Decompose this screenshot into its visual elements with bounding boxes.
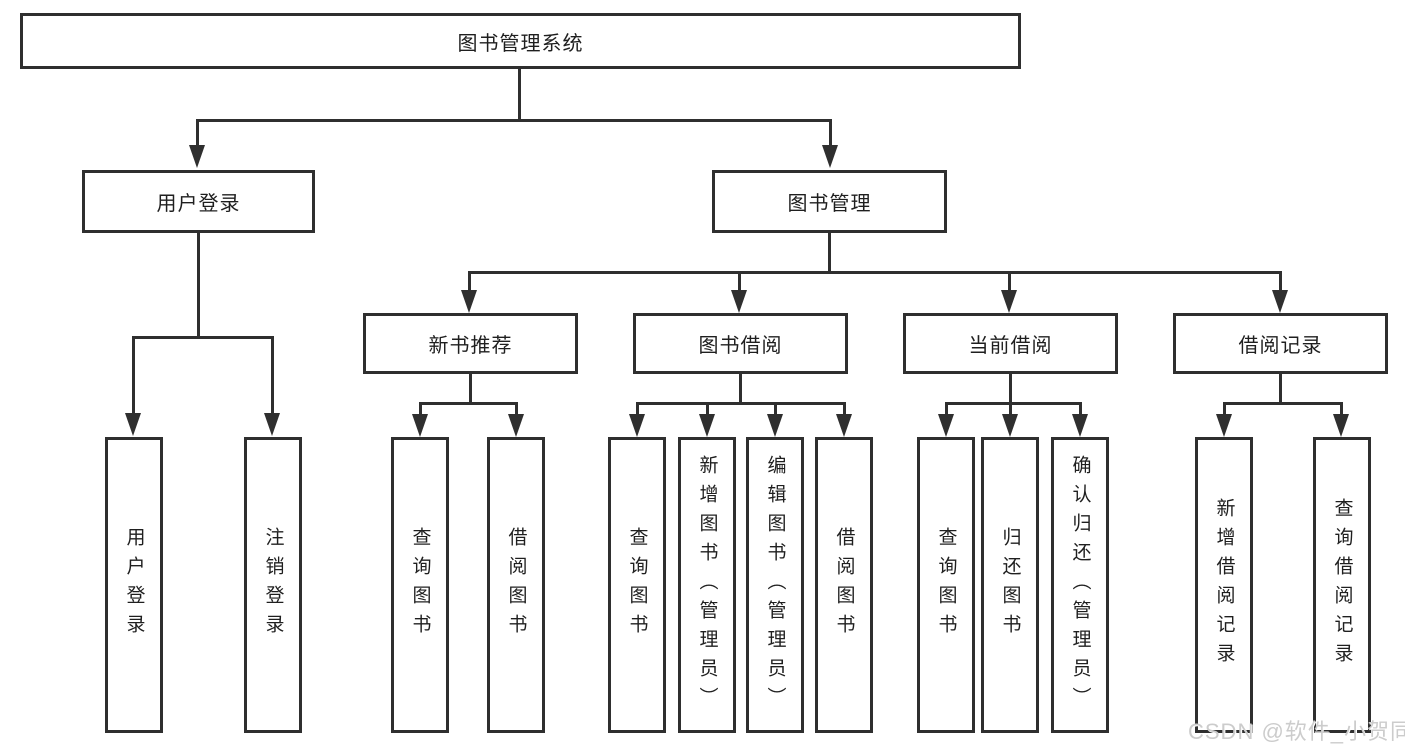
leaf-records-add-record: 新增借阅记录 [1195, 437, 1253, 733]
arrowhead-icon [938, 414, 954, 437]
arrowhead-icon [1072, 414, 1088, 437]
arrowhead-icon [189, 145, 205, 168]
connector-stub [843, 402, 846, 415]
connector-group-vertical [1009, 374, 1012, 402]
node-current-borrow: 当前借阅 [903, 313, 1118, 374]
leaf-recommend-query-books: 查询图书 [391, 437, 449, 733]
leaf-borrow-borrow-books: 借阅图书 [815, 437, 873, 733]
arrowhead-icon [629, 414, 645, 437]
connector-group-vertical [1279, 374, 1282, 402]
connector-stub [515, 402, 518, 415]
arrowhead-icon [1216, 414, 1232, 437]
leaf-current-query-books: 查询图书 [917, 437, 975, 733]
node-user-login-branch: 用户登录 [82, 170, 315, 233]
connector-group-vertical [469, 374, 472, 402]
node-book-management-branch: 图书管理 [712, 170, 947, 233]
connector-mgmt-vertical [828, 233, 831, 271]
connector-stub [419, 402, 422, 415]
connector-stub [1079, 402, 1082, 415]
connector-stub [1008, 271, 1011, 290]
connector-group-horizontal [419, 402, 518, 405]
arrowhead-icon [1272, 290, 1288, 313]
connector-user-vertical [197, 233, 200, 336]
node-book-borrow: 图书借阅 [633, 313, 848, 374]
connector-level3-horizontal [470, 271, 1282, 274]
connector-stub [829, 119, 832, 145]
connector-group-horizontal [636, 402, 846, 405]
leaf-borrow-query-books: 查询图书 [608, 437, 666, 733]
arrowhead-icon [1001, 290, 1017, 313]
arrowhead-icon [508, 414, 524, 437]
leaf-user-logout: 注销登录 [244, 437, 302, 733]
connector-stub [1009, 402, 1012, 415]
arrowhead-icon [822, 145, 838, 168]
connector-stub [774, 402, 777, 415]
node-new-book-recommend: 新书推荐 [363, 313, 578, 374]
connector-root-vertical [518, 69, 521, 119]
node-library-management-system: 图书管理系统 [20, 13, 1021, 69]
connector-stub [738, 271, 741, 290]
leaf-borrow-edit-books-admin: 编辑图书（管理员） [746, 437, 804, 733]
arrowhead-icon [731, 290, 747, 313]
leaf-borrow-add-books-admin: 新增图书（管理员） [678, 437, 736, 733]
connector-stub [945, 402, 948, 415]
connector-stub [1223, 402, 1226, 415]
leaf-records-query-record: 查询借阅记录 [1313, 437, 1371, 733]
connector-stub [468, 271, 471, 290]
leaf-user-login: 用户登录 [105, 437, 163, 733]
arrowhead-icon [264, 413, 280, 436]
leaf-current-confirm-return-admin: 确认归还（管理员） [1051, 437, 1109, 733]
connector-level2-horizontal [197, 119, 832, 122]
arrowhead-icon [699, 414, 715, 437]
connector-group-vertical [739, 374, 742, 402]
arrowhead-icon [767, 414, 783, 437]
connector-group-horizontal [1223, 402, 1343, 405]
connector-stub [706, 402, 709, 415]
watermark-text: CSDN @软件_小贺同学 [1188, 719, 1405, 744]
node-borrow-records: 借阅记录 [1173, 313, 1388, 374]
leaf-recommend-borrow-books: 借阅图书 [487, 437, 545, 733]
connector-user-horizontal [132, 336, 274, 339]
connector-stub [1340, 402, 1343, 415]
connector-stub [132, 336, 135, 413]
arrowhead-icon [1333, 414, 1349, 437]
connector-stub [196, 119, 199, 145]
connector-stub [271, 336, 274, 413]
connector-stub [1279, 271, 1282, 290]
arrowhead-icon [1002, 414, 1018, 437]
leaf-current-return-books: 归还图书 [981, 437, 1039, 733]
connector-group-horizontal [945, 402, 1082, 405]
arrowhead-icon [125, 413, 141, 436]
arrowhead-icon [412, 414, 428, 437]
arrowhead-icon [836, 414, 852, 437]
connector-stub [636, 402, 639, 415]
arrowhead-icon [461, 290, 477, 313]
